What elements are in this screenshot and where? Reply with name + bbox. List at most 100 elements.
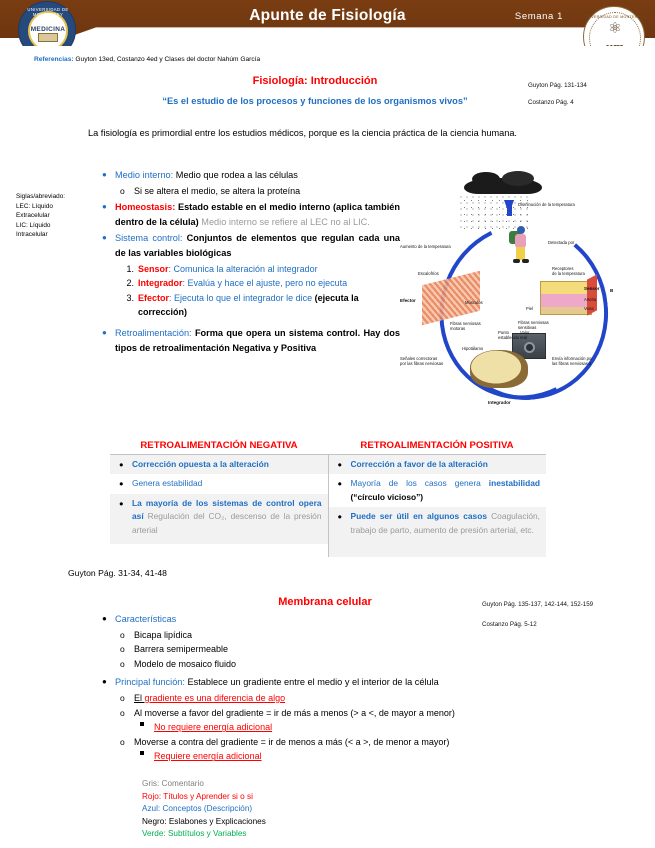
sub-list-item: o Bicapa lipídica	[100, 628, 570, 643]
term-definition: Establece un gradiente entre el medio y …	[184, 677, 439, 688]
number-marker: 3.	[126, 292, 134, 303]
circle-bullet-icon: o	[120, 629, 125, 640]
diagram-label-escalofrios: Escalofríos	[418, 271, 439, 276]
hiker-figure-icon	[508, 226, 530, 264]
circle-bullet-icon: o	[120, 185, 125, 196]
diagram-label-hipotalamo: Hipotálamo	[462, 346, 484, 351]
section2-guyton-ref: Guyton Pág. 135-137, 142-144, 152-159	[482, 601, 594, 608]
diagram-label-efector: Efector	[400, 298, 416, 303]
diagram-label-punto: Punto establecido	[498, 330, 520, 341]
sub-sub-list-item: No requiere energía adicional	[100, 720, 570, 735]
um-seal-text: um	[584, 39, 646, 46]
medicina-seal-logo: UNIVERSIDAD DE MONTERREY MEDICINA	[18, 1, 76, 46]
numbered-tail: (ejecuta la corrección)	[138, 292, 359, 318]
legend-item-negro: Negro: Eslabones y Explicaciones	[142, 816, 266, 826]
diagram-label-receptores: Receptores de la temperatura	[552, 266, 585, 277]
section1-costanzo-ref: Costanzo Pág. 4	[528, 99, 574, 106]
diagram-label-vena: Vena	[584, 306, 594, 311]
abbreviations-note: Siglas/abreviado: LEC: Líquido Extracelu…	[16, 193, 66, 239]
bullet-icon: ●	[337, 460, 343, 469]
term-definition: Estado estable en el medio interno (apli…	[115, 202, 400, 227]
page-title: Apunte de Fisiología	[249, 7, 406, 24]
legend-item-verde: Verde: Subtítulos y Variables	[142, 829, 247, 839]
table-row: ●Genera estabilidad	[110, 474, 328, 494]
sub-sub-item-text: Requiere energía adicional	[154, 751, 262, 762]
list-item: ● Medio interno: Medio que rodea a las c…	[100, 168, 400, 183]
cell-text: Corrección a favor de la alteración	[350, 459, 488, 469]
diagram-label-detectada: Detectada por	[548, 240, 575, 245]
diagram-label-valor: Valor real	[520, 330, 530, 341]
diagram-label-b: B	[610, 288, 614, 293]
numbered-item: 2. Integrador: Evalúa y hace el ajuste, …	[100, 276, 400, 291]
term-label: Medio interno:	[115, 170, 174, 180]
sub-item-text: Bicapa lipídica	[134, 629, 193, 640]
table-row: ●La mayoría de los sistemas de control o…	[110, 493, 328, 544]
sub-item-text: Si se altera el medio, se altera la prot…	[134, 185, 301, 196]
cell-text: Mayoría de los casos genera	[350, 478, 489, 489]
sub-item-prefix: El	[134, 692, 145, 703]
term-label: Sistema control:	[115, 233, 183, 244]
numbered-item: 1. Sensor: Comunica la alteración al int…	[100, 262, 400, 277]
diagram-label-arteria: Arteria	[584, 297, 597, 302]
circle-bullet-icon: o	[120, 736, 125, 747]
term-label: Homeostasis:	[115, 202, 176, 213]
term-label: Características	[115, 614, 177, 624]
sub-list-item: o Moverse a contra del gradiente = ir de…	[100, 735, 570, 750]
um-seal-logo: UNIVERSIDAD DE MONTERREY ⚛ um	[583, 6, 646, 46]
book-icon	[38, 33, 58, 42]
sub-item-text: Modelo de mosaico fluido	[134, 658, 237, 669]
term-definition: Medio que rodea a las células	[173, 170, 298, 180]
thermostat-icon	[512, 333, 546, 359]
sub-list-item: o Barrera semipermeable	[100, 642, 570, 657]
brain-hypothalamus-icon	[470, 350, 528, 388]
sub-sub-item-text: No requiere energía adicional	[154, 722, 273, 733]
table-row: ●Corrección opuesta a la alteración	[110, 455, 328, 475]
diagram-label-fibras-motoras: Fibras nerviosas motoras	[450, 321, 481, 332]
bullet-icon: ●	[337, 512, 343, 522]
feedback-comparison-table: RETROALIMENTACIÓN NEGATIVA RETROALIMENTA…	[110, 440, 546, 558]
section2-guyton-note: Guyton Pág. 31-34, 41-48	[68, 568, 167, 578]
table-row: ●Mayoría de los casos genera inestabilid…	[328, 474, 546, 508]
diagram-label-musculos: Músculos	[465, 300, 483, 305]
bullet-icon: ●	[102, 614, 107, 623]
circle-bullet-icon: o	[120, 658, 125, 669]
sub-item-text: Al moverse a favor del gradiente = ir de…	[134, 707, 455, 718]
table-header-row: RETROALIMENTACIÓN NEGATIVA RETROALIMENTA…	[110, 440, 546, 454]
cell-text: Corrección opuesta a la alteración	[132, 459, 269, 469]
rain-icon	[458, 194, 530, 230]
um-seal-arc-text: UNIVERSIDAD DE MONTERREY	[584, 15, 646, 19]
circle-bullet-icon: o	[120, 692, 125, 703]
numbered-term: Sensor	[138, 263, 169, 274]
bullet-icon: ●	[102, 170, 107, 179]
term-label: Retroalimentación:	[115, 327, 192, 338]
diagram-label-integrador: Integrador	[488, 400, 511, 405]
section1-guyton-ref: Guyton Pág. 131-134	[528, 82, 587, 89]
bullet-icon: ●	[102, 327, 107, 337]
page-header: Apunte de Fisiología Semana 1 UNIVERSIDA…	[0, 0, 655, 46]
cell-text: Genera estabilidad	[132, 478, 203, 489]
cell-comment: Regulación del CO₂, descenso de la presi…	[132, 511, 322, 535]
square-bullet-icon	[140, 722, 144, 727]
down-arrow-icon	[504, 200, 514, 216]
table-header-positive: RETROALIMENTACIÓN POSITIVA	[360, 440, 514, 451]
torch-icon: ⚛	[608, 20, 622, 37]
skin-cross-section-icon	[540, 281, 592, 315]
bullet-icon: ●	[102, 202, 107, 212]
list-item: ● Características	[100, 612, 570, 627]
numbered-term: Efector	[138, 292, 170, 303]
legend-item-gris: Gris: Comentario	[142, 779, 204, 788]
term-comment: Medio interno se refiere al LEC no al LI…	[198, 216, 370, 227]
numbered-definition: : Evalúa y hace el ajuste, pero no ejecu…	[182, 278, 348, 289]
sub-item-text: Moverse a contra del gradiente = ir de m…	[134, 736, 450, 747]
term-definition: Conjuntos de elementos que regulan cada …	[115, 233, 400, 258]
medicina-seal-arc-text: UNIVERSIDAD DE MONTERREY	[27, 7, 69, 17]
bullet-icon: ●	[102, 233, 107, 243]
sub-item-text: Barrera semipermeable	[134, 644, 229, 655]
legend-item-rojo: Rojo: Títulos y Aprender si o si	[142, 791, 253, 801]
cloud-icon	[464, 171, 542, 194]
term-label: Principal función:	[115, 677, 185, 688]
section2-title: Membrana celular	[278, 596, 372, 608]
sub-list-item: o Modelo de mosaico fluido	[100, 657, 570, 672]
diagram-label-aumento: Aumento de la temperatura	[400, 244, 451, 249]
list-item: ● Principal función: Establece un gradie…	[100, 675, 570, 690]
